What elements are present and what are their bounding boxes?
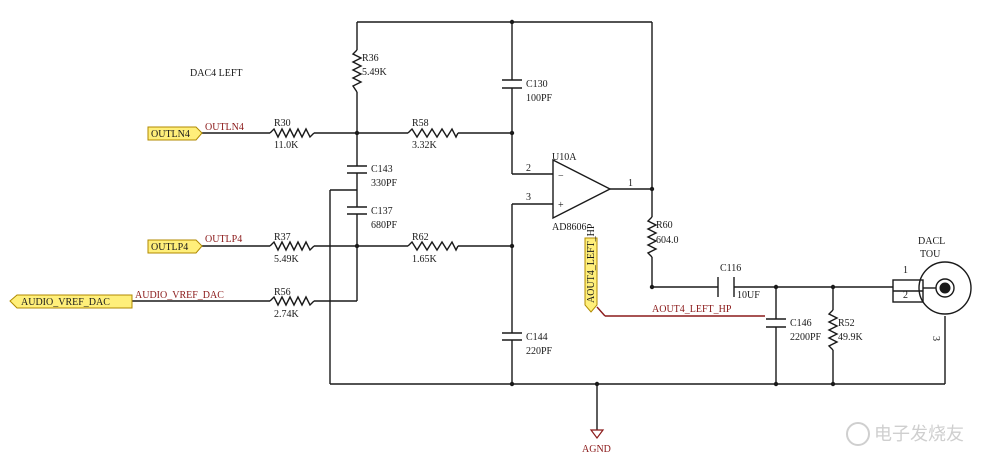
- ground-symbol: AGND: [582, 429, 611, 455]
- junctions: [354, 19, 836, 387]
- port-outln4-label: OUTLN4: [151, 129, 190, 140]
- r36-value: 5.49K: [362, 67, 388, 78]
- resistor-r37: [269, 240, 315, 252]
- r37-value: 5.49K: [274, 254, 300, 265]
- r60-ref: R60: [656, 220, 673, 231]
- opamp-minus-sign: −: [558, 171, 564, 182]
- watermark: 电子发烧友: [846, 422, 964, 446]
- net-outln4: OUTLN4: [205, 122, 244, 133]
- r30-ref: R30: [274, 118, 291, 129]
- r58-value: 3.32K: [412, 140, 438, 151]
- capacitor-c144: [502, 332, 522, 341]
- c130-ref: C130: [526, 79, 548, 90]
- labels: DAC4 LEFT R36 5.49K OUTLN4 R30 11.0K R58…: [135, 53, 864, 357]
- port-audio-vref: AUDIO_VREF_DAC: [9, 294, 133, 309]
- opamp-u10a: − + 2 3 1 U10A AD8606: [526, 152, 633, 233]
- r56-value: 2.74K: [274, 309, 300, 320]
- wires: [132, 21, 946, 430]
- jack-sub: TOU: [920, 249, 941, 260]
- watermark-logo-icon: [846, 422, 870, 446]
- r58-ref: R58: [412, 118, 429, 129]
- r60-value: 604.0: [656, 235, 679, 246]
- r62-value: 1.65K: [412, 254, 438, 265]
- c137-value: 680PF: [371, 220, 398, 231]
- capacitor-c143: [347, 165, 367, 174]
- c116-ref: C116: [720, 263, 741, 274]
- resistor-r36: [351, 49, 363, 93]
- c143-value: 330PF: [371, 178, 398, 189]
- opamp-pin-1: 1: [628, 178, 633, 189]
- resistor-r52: [827, 309, 839, 351]
- net-aout: AOUT4_LEFT_HP: [652, 304, 732, 315]
- r52-value: 49.9K: [838, 332, 864, 343]
- c137-ref: C137: [371, 206, 393, 217]
- c130-value: 100PF: [526, 93, 553, 104]
- resistor-r58: [407, 127, 459, 139]
- r52-ref: R52: [838, 318, 855, 329]
- resistor-r56: [269, 295, 315, 307]
- c144-ref: C144: [526, 332, 548, 343]
- audio-jack-dacl: 1 2 3 DACL TOU: [892, 236, 972, 341]
- resistor-r30: [269, 127, 315, 139]
- port-outlp4-label: OUTLP4: [151, 242, 188, 253]
- capacitor-c146: [766, 318, 786, 328]
- port-aout4-vertical: AOUT4_LEFT_HP: [584, 223, 598, 313]
- block-title: DAC4 LEFT: [190, 68, 243, 79]
- jack-pin-2: 2: [903, 290, 908, 301]
- opamp-value: AD8606: [552, 222, 586, 233]
- capacitor-c130: [502, 79, 522, 89]
- c144-value: 220PF: [526, 346, 553, 357]
- port-outlp4: OUTLP4: [147, 239, 203, 254]
- capacitor-c137: [347, 206, 367, 215]
- c146-ref: C146: [790, 318, 812, 329]
- watermark-text: 电子发烧友: [874, 424, 964, 445]
- r36-ref: R36: [362, 53, 379, 64]
- port-aout-label: AOUT4_LEFT_HP: [586, 223, 597, 303]
- agnd-label: AGND: [582, 444, 611, 455]
- net-outlp4: OUTLP4: [205, 234, 242, 245]
- opamp-ref: U10A: [552, 152, 577, 163]
- jack-ref: DACL: [918, 236, 945, 247]
- r62-ref: R62: [412, 232, 429, 243]
- c146-value: 2200PF: [790, 332, 822, 343]
- net-vref: AUDIO_VREF_DAC: [135, 290, 224, 301]
- opamp-pin-2: 2: [526, 163, 531, 174]
- resistor-r62: [407, 240, 459, 252]
- port-outln4: OUTLN4: [147, 126, 203, 141]
- jack-pin-3: 3: [930, 336, 941, 341]
- r37-ref: R37: [274, 232, 291, 243]
- c116-value: 10UF: [737, 290, 760, 301]
- r30-value: 11.0K: [274, 140, 299, 151]
- capacitor-c116: [717, 277, 735, 297]
- jack-pin-1: 1: [903, 265, 908, 276]
- c143-ref: C143: [371, 164, 393, 175]
- r56-ref: R56: [274, 287, 291, 298]
- opamp-plus-sign: +: [558, 200, 564, 211]
- resistor-r60: [646, 216, 658, 258]
- port-vref-label: AUDIO_VREF_DAC: [21, 297, 110, 308]
- opamp-pin-3: 3: [526, 192, 531, 203]
